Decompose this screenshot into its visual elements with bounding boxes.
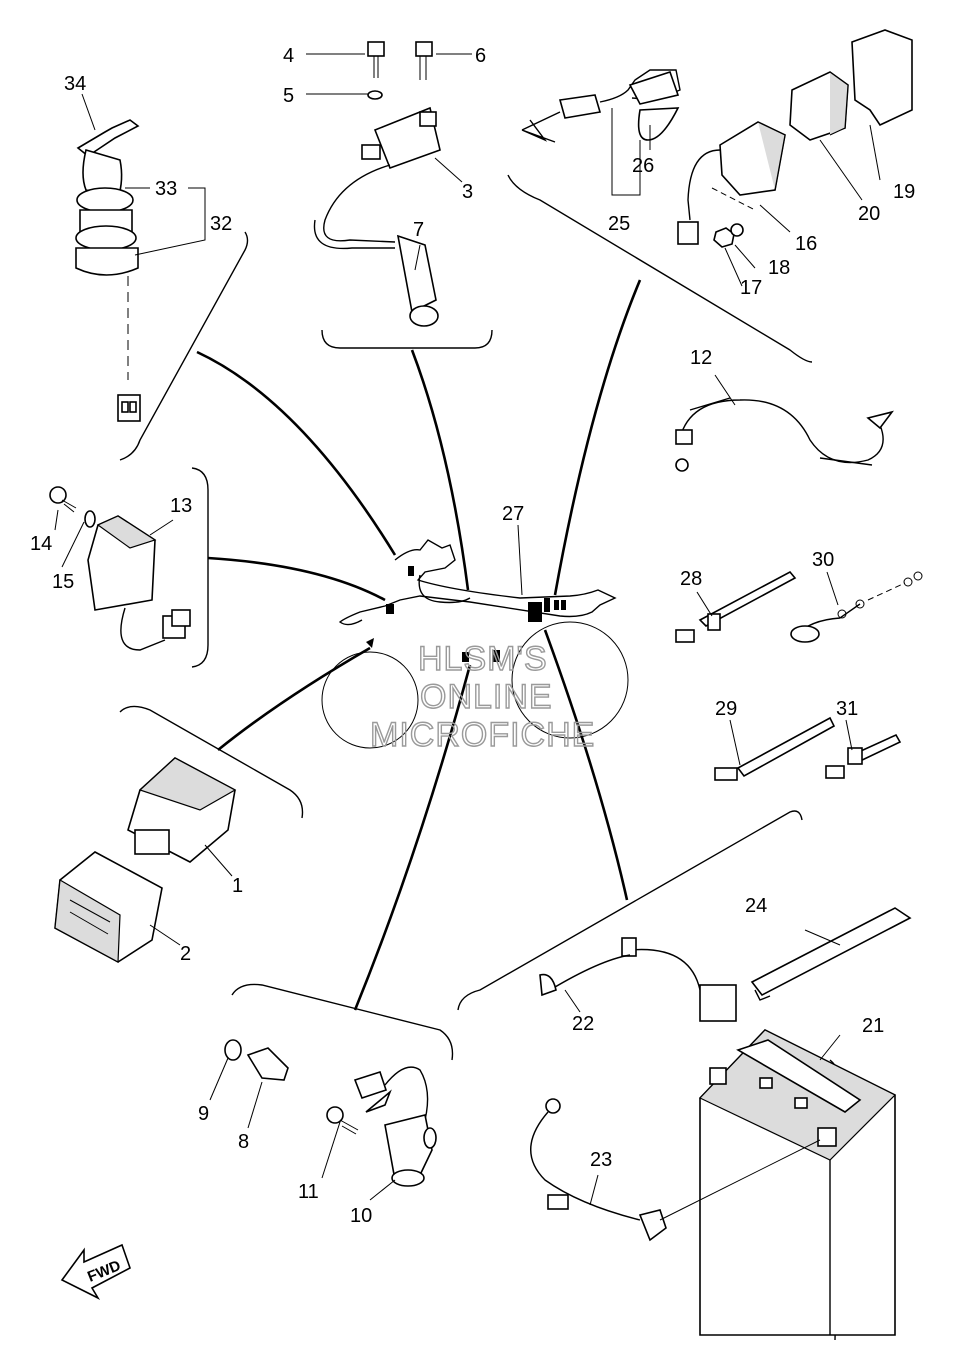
callout-26: 26 bbox=[632, 155, 654, 177]
callout-32: 32 bbox=[210, 213, 232, 235]
callout-16: 16 bbox=[795, 233, 817, 255]
main-switch-part bbox=[75, 119, 141, 422]
fwd-direction-arrow: FWD bbox=[60, 1243, 131, 1300]
battery-part bbox=[530, 907, 912, 1336]
callout-23: 23 bbox=[590, 1149, 612, 1171]
callout-5: 5 bbox=[283, 85, 294, 107]
sensor-switch-part bbox=[224, 1039, 437, 1187]
callout-1: 1 bbox=[232, 875, 243, 897]
ignition-coil-part bbox=[313, 41, 441, 327]
cable-tie-parts bbox=[675, 570, 923, 781]
callout-labels: 1 2 3 4 5 6 7 8 9 10 11 12 13 14 15 16 1… bbox=[30, 45, 915, 1227]
callout-6: 6 bbox=[475, 45, 486, 67]
callout-13: 13 bbox=[170, 495, 192, 517]
callout-30: 30 bbox=[812, 549, 834, 571]
callout-22: 22 bbox=[572, 1013, 594, 1035]
rectifier-regulator-part bbox=[49, 486, 191, 651]
callout-29: 29 bbox=[715, 698, 737, 720]
callout-33: 33 bbox=[155, 178, 177, 200]
callout-11: 11 bbox=[298, 1181, 319, 1203]
callout-8: 8 bbox=[238, 1131, 249, 1153]
group-leaders bbox=[196, 279, 642, 1011]
watermark-line2: ONLINE bbox=[420, 678, 553, 716]
relay-parts bbox=[521, 29, 913, 248]
callout-7: 7 bbox=[413, 219, 424, 241]
callout-leaders bbox=[54, 53, 881, 1206]
callout-17: 17 bbox=[740, 277, 762, 299]
watermark-line1: HLSM'S bbox=[418, 640, 548, 678]
callout-4: 4 bbox=[283, 45, 294, 67]
callout-12: 12 bbox=[690, 347, 712, 369]
control-unit-part bbox=[54, 757, 237, 963]
callout-10: 10 bbox=[350, 1205, 372, 1227]
callout-18: 18 bbox=[768, 257, 790, 279]
callout-21: 21 bbox=[862, 1015, 884, 1037]
callout-9: 9 bbox=[198, 1103, 209, 1125]
sensor-lead-part bbox=[675, 397, 894, 472]
callout-14: 14 bbox=[30, 533, 52, 555]
callout-3: 3 bbox=[462, 181, 473, 203]
callout-15: 15 bbox=[52, 571, 74, 593]
callout-24: 24 bbox=[745, 895, 767, 917]
callout-2: 2 bbox=[180, 943, 191, 965]
callout-27: 27 bbox=[502, 503, 524, 525]
callout-28: 28 bbox=[680, 568, 702, 590]
callout-20: 20 bbox=[858, 203, 880, 225]
wire-harness bbox=[321, 539, 629, 749]
callout-31: 31 bbox=[836, 698, 858, 720]
callout-19: 19 bbox=[893, 181, 915, 203]
callout-34: 34 bbox=[64, 73, 86, 95]
watermark: HLSM'S ONLINE MICROFICHE bbox=[369, 639, 595, 754]
watermark-line3: MICROFICHE bbox=[370, 716, 595, 754]
callout-25: 25 bbox=[608, 213, 630, 235]
